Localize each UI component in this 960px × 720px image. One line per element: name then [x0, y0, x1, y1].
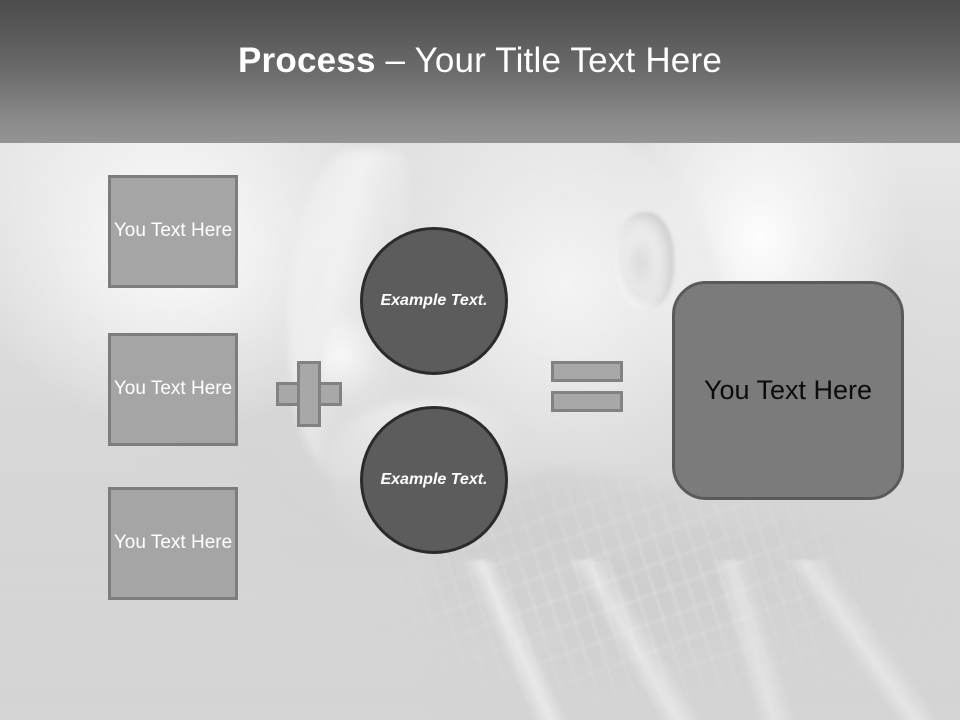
input-box-3-label: You Text Here [113, 532, 233, 554]
background-ear-inner [628, 238, 654, 284]
equals-icon [551, 361, 623, 412]
result-box-label: You Text Here [703, 375, 873, 405]
plus-center-fill [300, 385, 318, 403]
equals-top-bar [551, 361, 623, 382]
background-fabric-highlights [430, 560, 950, 720]
example-circle-2[interactable]: Example Text. [360, 406, 508, 554]
input-box-1-label: You Text Here [113, 220, 233, 242]
input-box-1[interactable]: You Text Here [108, 175, 238, 288]
example-circle-2-label: Example Text. [380, 471, 488, 489]
example-circle-1-label: Example Text. [380, 292, 488, 310]
page-title: Process – Your Title Text Here [238, 43, 722, 78]
equals-bottom-bar [551, 391, 623, 412]
page-title-strong: Process [238, 41, 376, 80]
title-band: Process – Your Title Text Here [0, 0, 960, 143]
result-box[interactable]: You Text Here [672, 281, 904, 500]
plus-icon [276, 361, 342, 427]
example-circle-1[interactable]: Example Text. [360, 227, 508, 375]
page-title-rest: – Your Title Text Here [375, 41, 722, 80]
input-box-2-label: You Text Here [113, 378, 233, 400]
input-box-2[interactable]: You Text Here [108, 333, 238, 446]
input-box-3[interactable]: You Text Here [108, 487, 238, 600]
